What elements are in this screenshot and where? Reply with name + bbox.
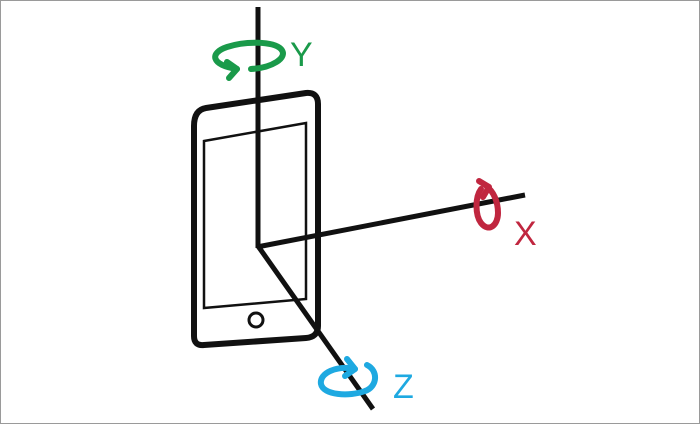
smartphone-icon [191,89,321,349]
phone-home-button [247,311,265,329]
z-rotation-arrow-icon [317,356,378,398]
axis-lines [255,7,526,411]
phone-body [191,89,321,349]
x-axis-label: X [514,215,537,253]
x-axis-line [256,192,526,250]
x-rotation-arrow-icon [473,178,502,231]
y-rotation-arrow-icon [212,39,286,81]
phone-screen [202,121,308,310]
y-axis-label: Y [290,36,313,74]
z-axis-line [255,244,376,411]
z-axis-label: Z [393,368,414,406]
